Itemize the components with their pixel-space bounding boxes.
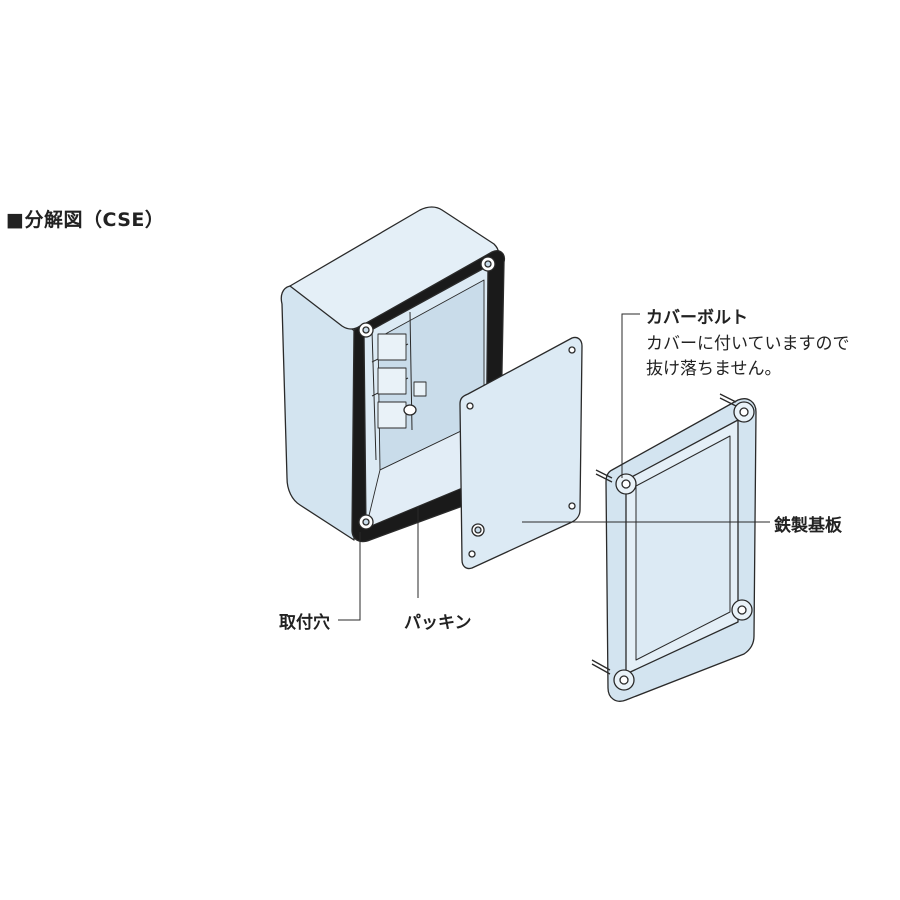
label-cover-bolt-note-1: カバーに付いていますので bbox=[646, 334, 850, 354]
label-cover-bolt-note-2: 抜け落ちません。 bbox=[646, 359, 782, 379]
enclosure-body bbox=[280, 206, 506, 543]
label-cover-bolt: カバーボルト bbox=[646, 308, 748, 328]
label-mounting-hole: 取付穴 bbox=[279, 613, 330, 633]
leader-cover-bolt bbox=[621, 313, 640, 478]
cover bbox=[591, 393, 757, 702]
label-steel-base-plate: 鉄製基板 bbox=[774, 516, 842, 536]
enclosure-side-face bbox=[280, 285, 357, 541]
diagram-title: ■分解図（CSE） bbox=[6, 209, 165, 231]
cover-bolt-icon bbox=[591, 393, 755, 691]
leader-mounting-hole bbox=[338, 532, 361, 621]
label-packing: パッキン bbox=[404, 613, 472, 633]
